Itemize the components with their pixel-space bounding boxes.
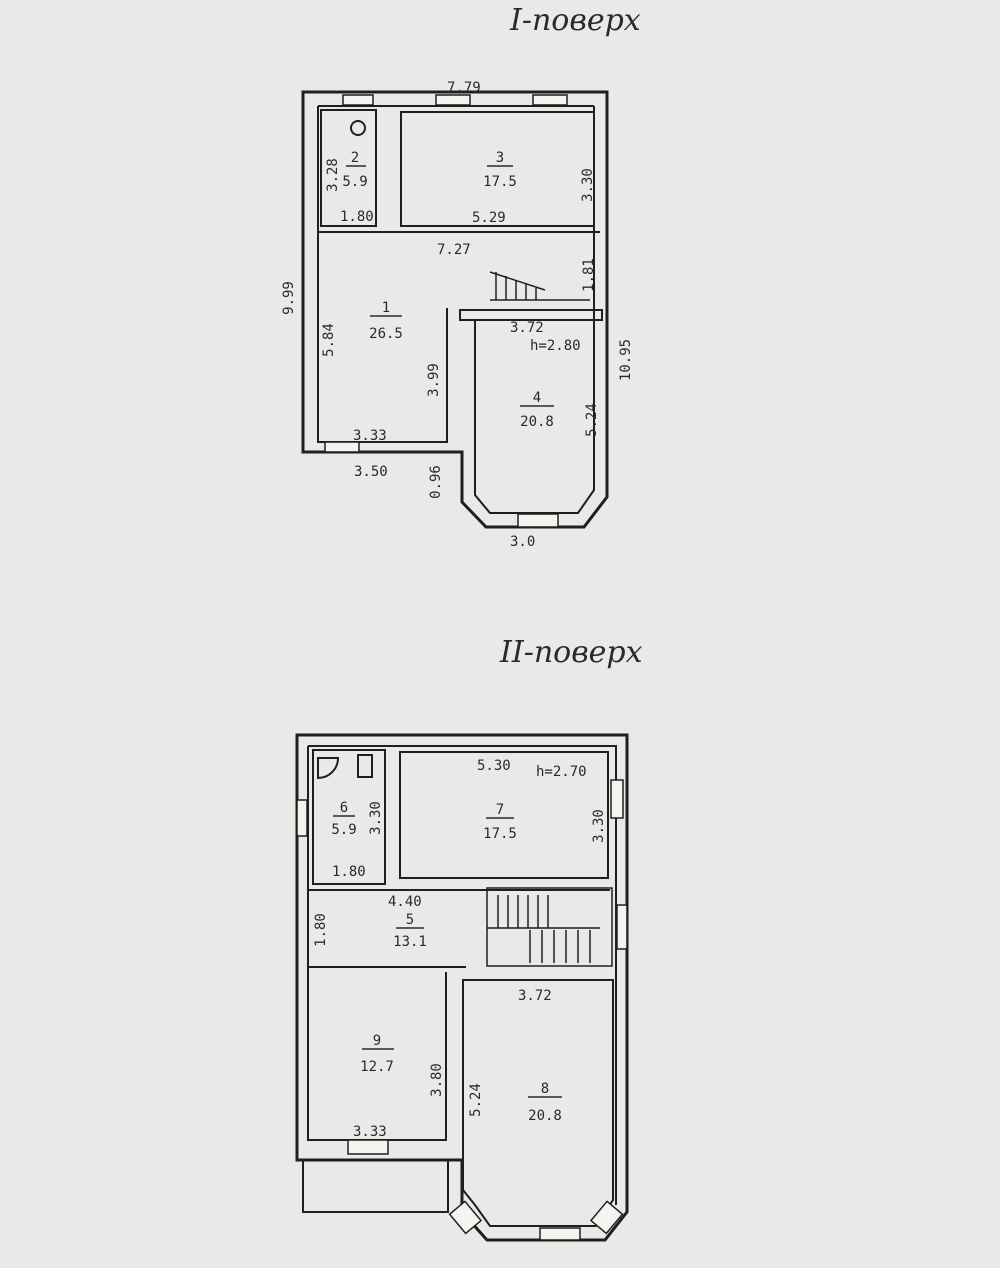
floor-1-title: I-поверх: [509, 3, 641, 38]
stairs: [486, 887, 613, 967]
room-area: 13.1: [393, 934, 427, 950]
floor-2-title: II-поверх: [499, 635, 643, 670]
dimension-label: 3.28: [325, 158, 341, 192]
room-number: 9: [373, 1033, 381, 1049]
room-area: 5.9: [331, 822, 356, 838]
sink-fixture: [357, 754, 373, 778]
stairs: [489, 271, 590, 301]
dimension-label: 1.80: [332, 864, 366, 880]
dimension-label: 5.30: [477, 758, 511, 774]
room-3-walls: [400, 111, 595, 227]
dimension-label: 5.24: [584, 403, 600, 437]
dimension-label: 3.72: [518, 988, 552, 1004]
dimension-label: 3.33: [353, 428, 387, 444]
shower-fixture: [317, 757, 340, 780]
dimension-label: 1.81: [581, 258, 597, 292]
room-number: 5: [406, 912, 414, 928]
window: [296, 799, 308, 837]
dimension-label: h=2.80: [530, 338, 581, 354]
floor-1-plan: I-поверх 2: [281, 3, 641, 550]
window: [347, 1139, 389, 1155]
dimension-label: 5.24: [468, 1083, 484, 1117]
room-area: 20.8: [520, 414, 554, 430]
dimension-label: 3.72: [510, 320, 544, 336]
toilet-fixture: [350, 120, 366, 136]
window: [616, 904, 628, 950]
room-number: 8: [541, 1081, 549, 1097]
window: [517, 513, 559, 528]
room-6-walls: [312, 749, 386, 885]
dimension-label: 4.40: [388, 894, 422, 910]
dimension-label: 10.95: [618, 339, 634, 381]
floor-2-plan: II-поверх: [295, 635, 643, 1242]
room-number: 6: [340, 800, 348, 816]
dimension-label: 9.99: [281, 281, 297, 315]
window: [435, 94, 471, 106]
room-area: 17.5: [483, 174, 517, 190]
dimension-label: 3.99: [426, 363, 442, 397]
dimension-label: 5.84: [321, 323, 337, 357]
room-2-walls: [320, 109, 377, 227]
dimension-label: 3.30: [591, 809, 607, 843]
window: [532, 94, 568, 106]
room-8-walls: [462, 979, 614, 1227]
room-area: 20.8: [528, 1108, 562, 1124]
dimension-label: 3.30: [368, 801, 384, 835]
balcony: [302, 1159, 449, 1213]
room-area: 17.5: [483, 826, 517, 842]
dimension-label: 1.80: [313, 913, 329, 947]
room-number: 3: [496, 150, 504, 166]
window: [589, 1200, 624, 1235]
dimension-label: 3.50: [354, 464, 388, 480]
dimension-label: 1.80: [340, 209, 374, 225]
room-4-walls: [459, 309, 603, 321]
window: [448, 1200, 483, 1235]
dimension-label: 3.30: [580, 168, 596, 202]
window: [539, 1227, 581, 1241]
dimension-label: 0.96: [428, 465, 444, 499]
dimension-label: 5.29: [472, 210, 506, 226]
dimension-label: 3.80: [429, 1063, 445, 1097]
room-number: 4: [533, 390, 541, 406]
room-7-walls: [399, 751, 609, 879]
room-number: 7: [496, 802, 504, 818]
dimension-label: 7.27: [437, 242, 471, 258]
room-area: 26.5: [369, 326, 403, 342]
dimension-label: 3.0: [510, 534, 535, 550]
room-area: 5.9: [342, 174, 367, 190]
window: [610, 779, 624, 819]
window: [342, 94, 374, 106]
window: [324, 441, 360, 453]
dimension-label: h=2.70: [536, 764, 587, 780]
room-number: 1: [382, 300, 390, 316]
dimension-label: 3.33: [353, 1124, 387, 1140]
room-area: 12.7: [360, 1059, 394, 1075]
dimension-label: 7.79: [447, 80, 481, 96]
room-number: 2: [351, 150, 359, 166]
